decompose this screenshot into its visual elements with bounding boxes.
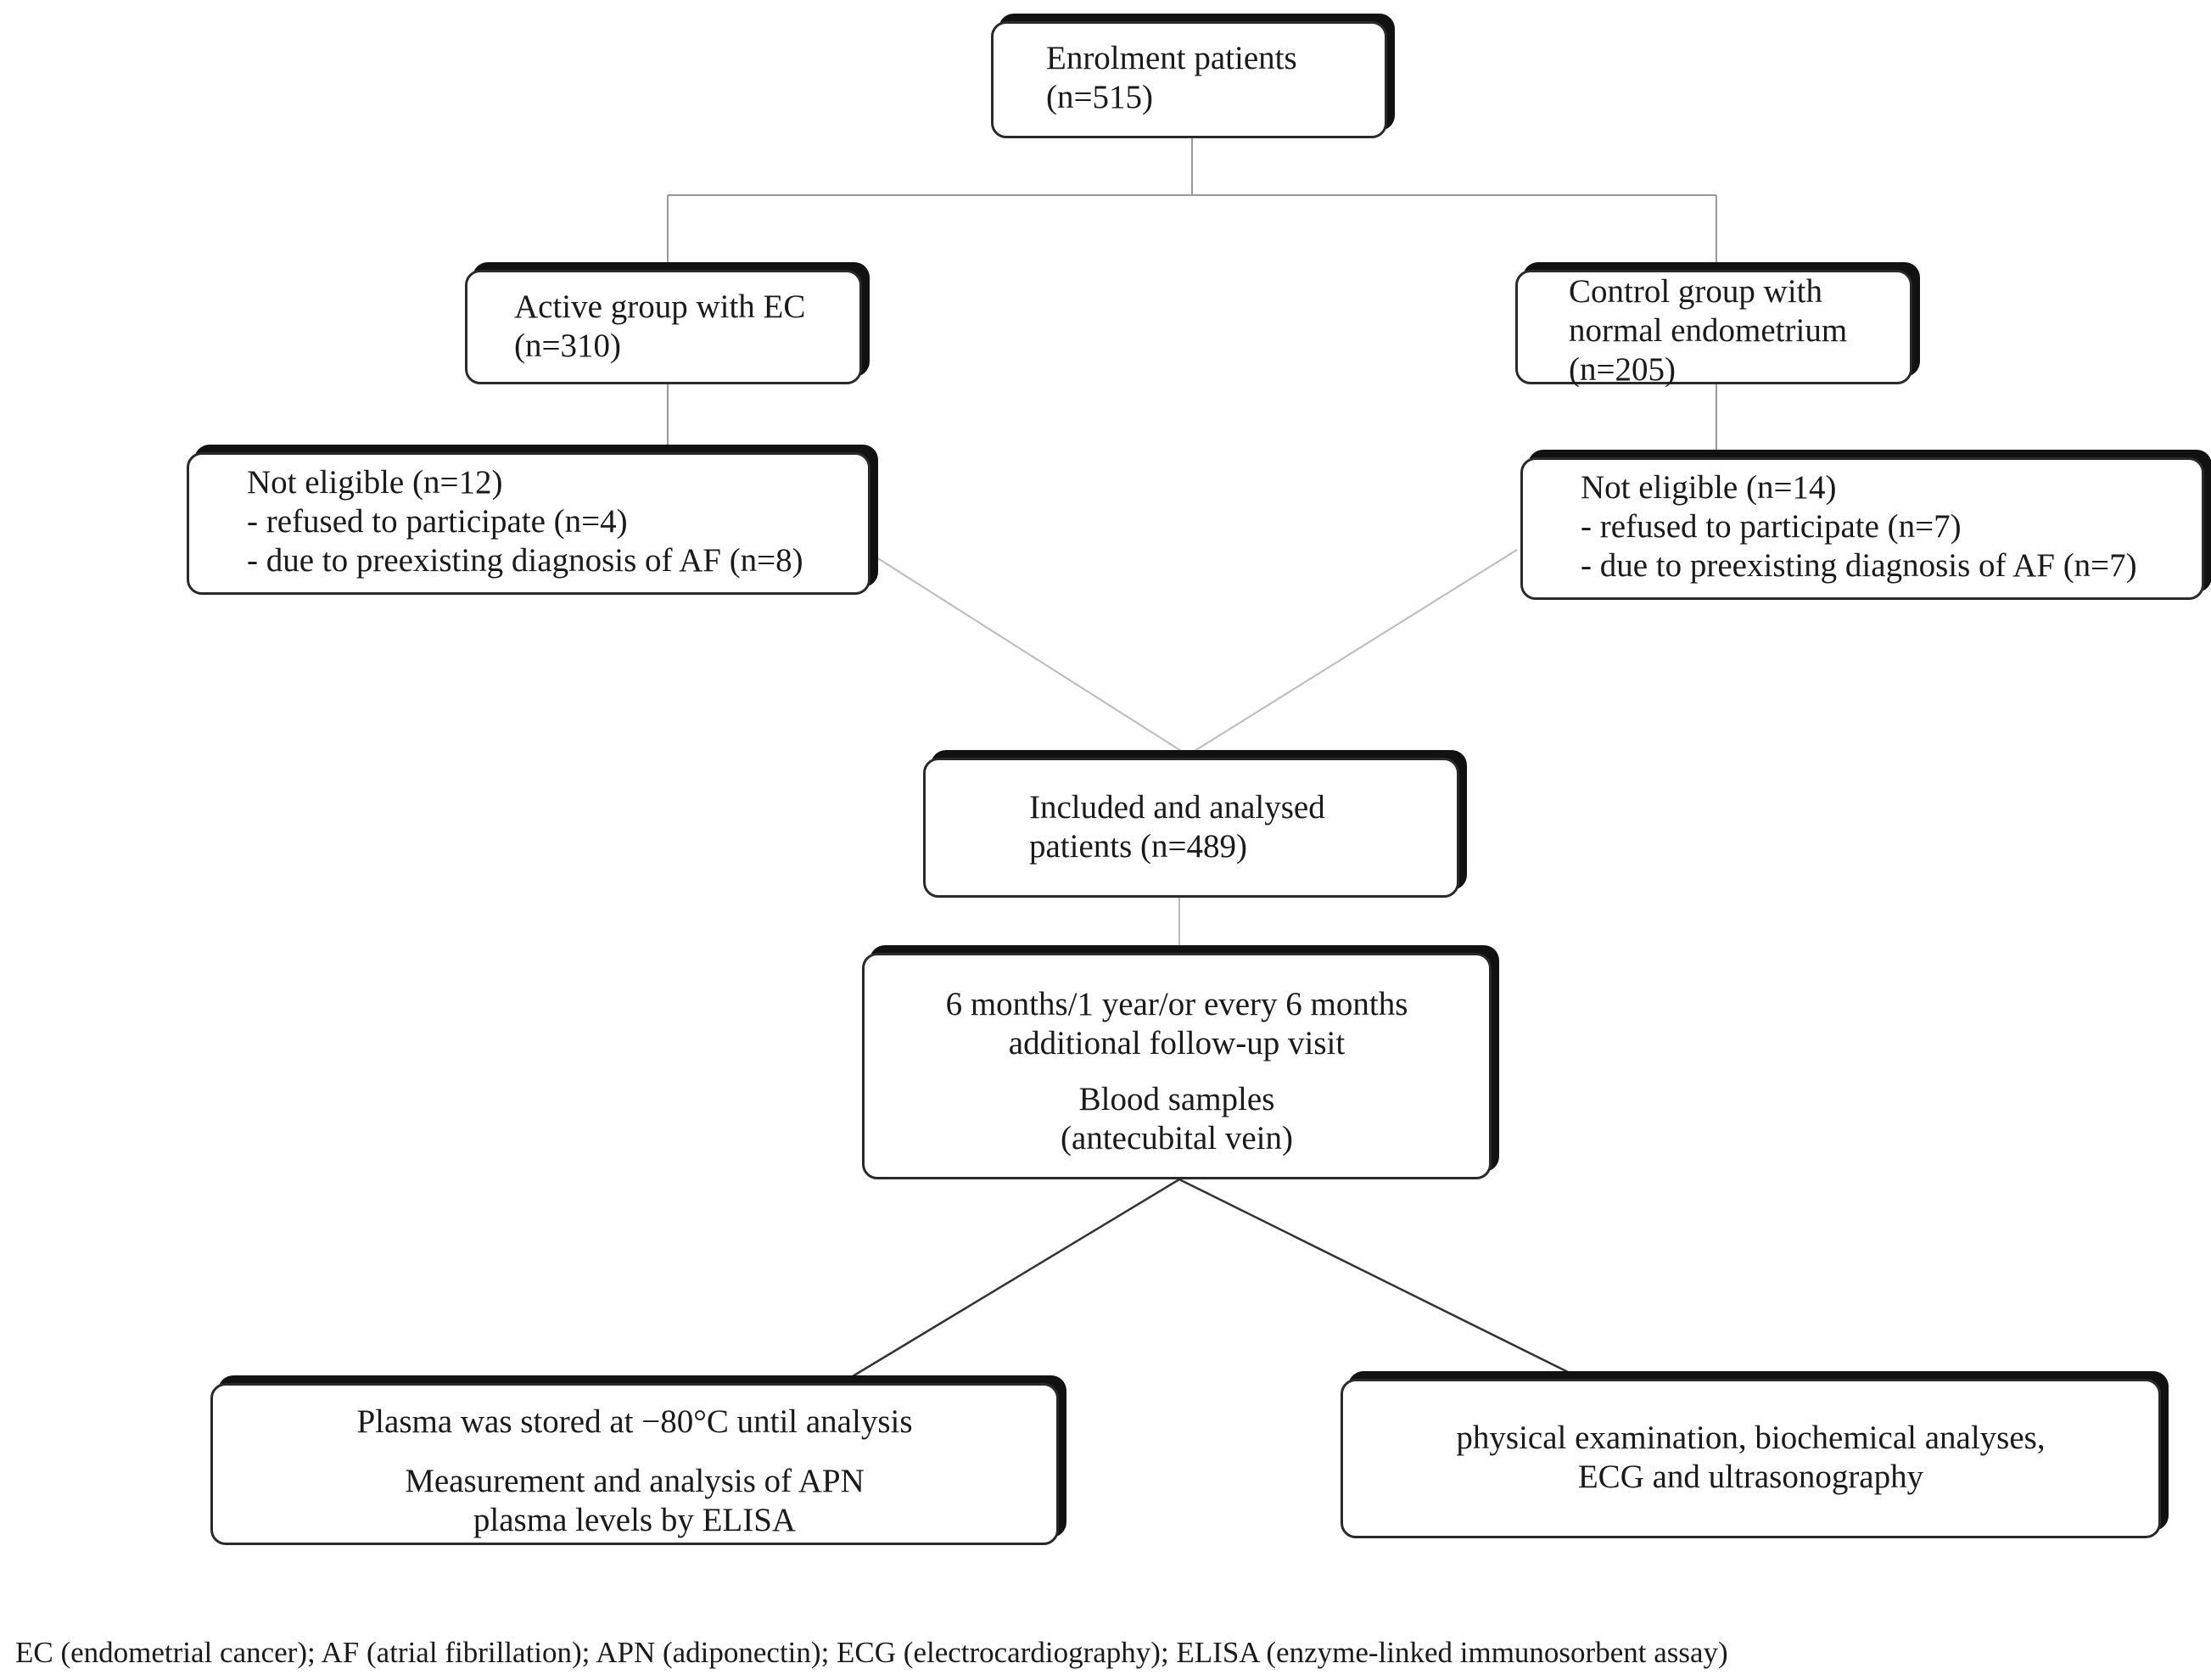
- followup-schedule: 6 months/1 year/or every 6 months: [945, 986, 1408, 1022]
- connector-followup-to-exam: [1178, 1178, 1570, 1375]
- not-eligible-control-af: - due to preexisting diagnosis of AF (n=…: [1581, 547, 2137, 584]
- plasma-storage-text: Plasma was stored at −80°C until analysi…: [356, 1403, 913, 1440]
- enrolment-title: Enrolment patients: [1046, 40, 1297, 76]
- apn-elisa-text: plasma levels by ELISA: [473, 1502, 797, 1538]
- connector-right-to-included: [1187, 549, 1518, 756]
- control-group-title-2: normal endometrium: [1569, 312, 1848, 349]
- connector-followup-to-plasma: [852, 1178, 1180, 1378]
- active-group-box: Active group with EC (n=310): [465, 270, 862, 384]
- followup-blood-samples: Blood samples: [1078, 1081, 1275, 1117]
- active-group-title: Active group with EC: [514, 288, 806, 325]
- not-eligible-active-box: Not eligible (n=12) - refused to partici…: [187, 452, 870, 595]
- followup-visit: additional follow-up visit: [1008, 1025, 1346, 1061]
- enrolment-box: Enrolment patients (n=515): [991, 21, 1387, 138]
- not-eligible-active-title: Not eligible (n=12): [247, 464, 503, 501]
- control-group-title-1: Control group with: [1569, 273, 1822, 310]
- apn-measurement-text: Measurement and analysis of APN: [405, 1463, 865, 1499]
- examination-text-2: ECG and ultrasonography: [1577, 1459, 1924, 1495]
- abbreviations-footnote: EC (endometrial cancer); AF (atrial fibr…: [15, 1636, 1728, 1669]
- not-eligible-control-title: Not eligible (n=14): [1581, 469, 1837, 506]
- followup-vein: (antecubital vein): [1061, 1120, 1293, 1156]
- included-title: Included and analysed: [1029, 789, 1325, 826]
- examination-text-1: physical examination, biochemical analys…: [1456, 1420, 2046, 1456]
- not-eligible-control-box: Not eligible (n=14) - refused to partici…: [1520, 457, 2204, 600]
- followup-box: 6 months/1 year/or every 6 months additi…: [862, 953, 1492, 1179]
- not-eligible-active-refused: - refused to participate (n=4): [247, 503, 628, 540]
- control-group-box: Control group with normal endometrium (n…: [1515, 270, 1912, 388]
- active-group-count: (n=310): [514, 328, 621, 364]
- not-eligible-control-refused: - refused to participate (n=7): [1581, 508, 1962, 545]
- enrolment-count: (n=515): [1046, 79, 1153, 115]
- plasma-storage-box: Plasma was stored at −80°C until analysi…: [210, 1383, 1059, 1545]
- not-eligible-active-af: - due to preexisting diagnosis of AF (n=…: [247, 542, 803, 579]
- included-count: patients (n=489): [1029, 828, 1248, 865]
- control-group-count: (n=205): [1569, 351, 1676, 388]
- connector-left-to-included: [873, 555, 1189, 756]
- included-box: Included and analysed patients (n=489): [923, 758, 1459, 898]
- examination-box: physical examination, biochemical analys…: [1341, 1379, 2161, 1538]
